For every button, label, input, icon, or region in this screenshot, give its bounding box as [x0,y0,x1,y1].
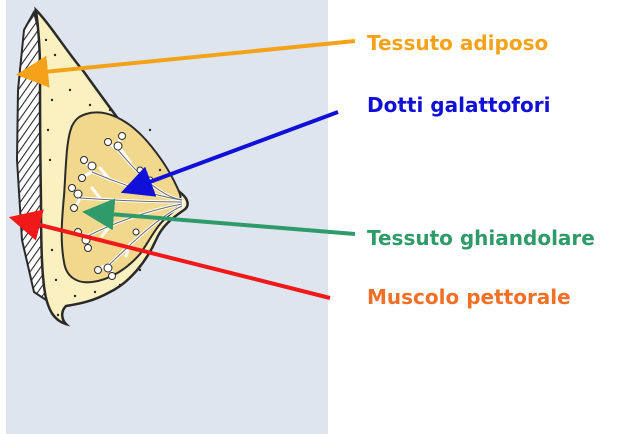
label-adipose-tissue: Tessuto adiposo [367,31,548,55]
label-pectoral-muscle: Muscolo pettorale [367,285,571,309]
label-milk-ducts: Dotti galattofori [367,93,550,117]
label-glandular-tissue: Tessuto ghiandolare [367,226,595,250]
